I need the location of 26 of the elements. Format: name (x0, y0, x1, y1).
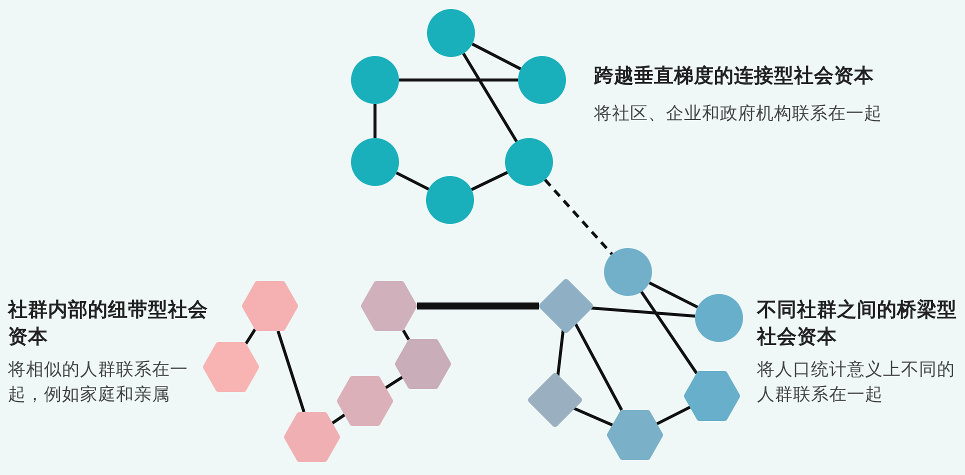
heading-text: 跨越垂直梯度的连接型社会资本 (594, 63, 875, 89)
connector-line (399, 78, 518, 82)
connector-line (331, 414, 346, 424)
connector-line (384, 376, 404, 390)
description-text: 将相似的人群联系在一起，例如家庭和亲属 (8, 359, 188, 406)
connector-line (648, 281, 698, 309)
connector-line (470, 171, 508, 191)
connector-line (462, 52, 518, 142)
connector-line (544, 178, 614, 256)
connector-line (556, 330, 565, 376)
connector-line (402, 330, 410, 340)
connector-line (590, 306, 696, 318)
description-text: 将人口统计意义上不同的人群联系在一起 (757, 359, 956, 406)
connector-line (374, 104, 376, 138)
connector-line (244, 328, 256, 344)
connector-line (640, 290, 698, 374)
connector-line (574, 322, 623, 411)
connector-line (417, 302, 539, 310)
description-text: 将社区、企业和政府机构联系在一起 (594, 103, 883, 126)
heading-text: 社群内部的纽带型社会资本 (8, 297, 208, 350)
connector-line (656, 406, 691, 426)
connector-line (276, 330, 306, 412)
connector-line (396, 171, 430, 191)
heading-text: 不同社群之间的桥梁型社会资本 (757, 297, 957, 350)
connector-line (472, 42, 522, 70)
connector-line (573, 406, 614, 427)
